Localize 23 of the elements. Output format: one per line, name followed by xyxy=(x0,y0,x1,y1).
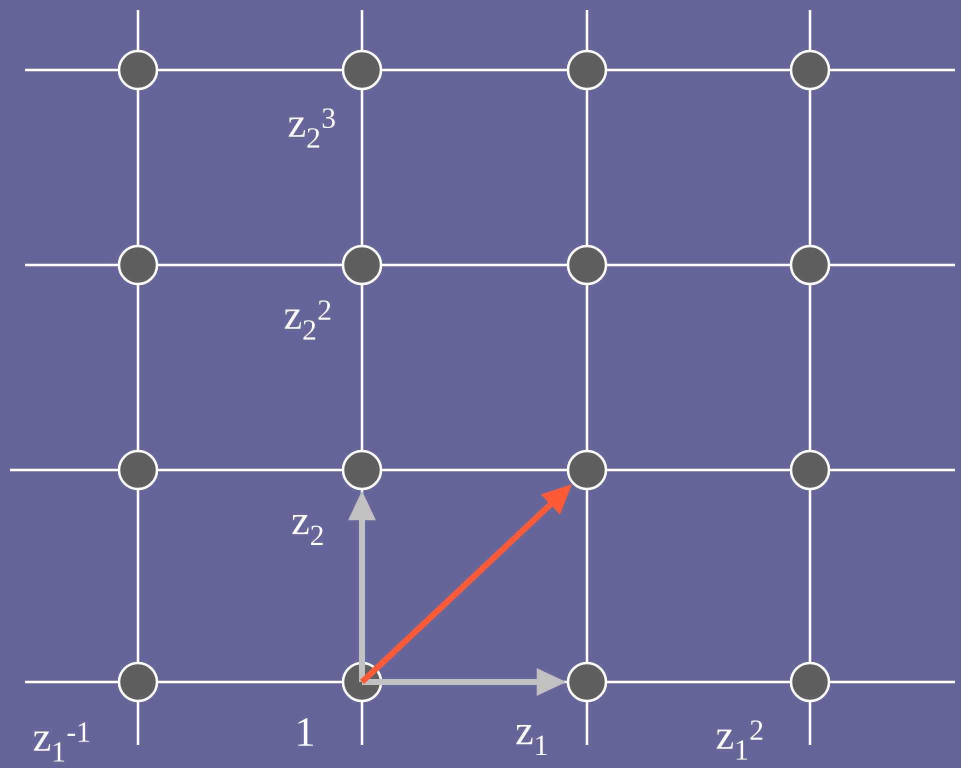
lattice-point xyxy=(790,244,830,286)
lattice-point xyxy=(566,244,608,286)
axis-label: z$_{1}$2 xyxy=(716,720,762,760)
lattice-point xyxy=(342,50,382,90)
lattice-point xyxy=(342,662,382,702)
lattice-point xyxy=(790,50,830,90)
lattice-point xyxy=(790,662,830,702)
lattice-point xyxy=(342,244,382,286)
lattice-point xyxy=(118,662,158,702)
lattice-point xyxy=(566,450,608,490)
lattice-point xyxy=(118,450,158,490)
lattice-point xyxy=(566,662,608,702)
axis-label: z$_{2}$ xyxy=(292,514,323,546)
lattice-point xyxy=(118,50,158,90)
axis-label: z$_{1}$ xyxy=(516,725,547,755)
lattice-point xyxy=(566,50,608,90)
lattice-point xyxy=(790,450,830,490)
axis-label: 1 xyxy=(298,718,313,746)
lattice-point xyxy=(342,450,382,490)
axis-label: z$_{2}$3 xyxy=(288,108,335,148)
lattice-point xyxy=(118,244,158,286)
axis-label: z$_{2}$2 xyxy=(284,300,330,340)
axis-label: z$_{1}$-1 xyxy=(34,722,90,762)
